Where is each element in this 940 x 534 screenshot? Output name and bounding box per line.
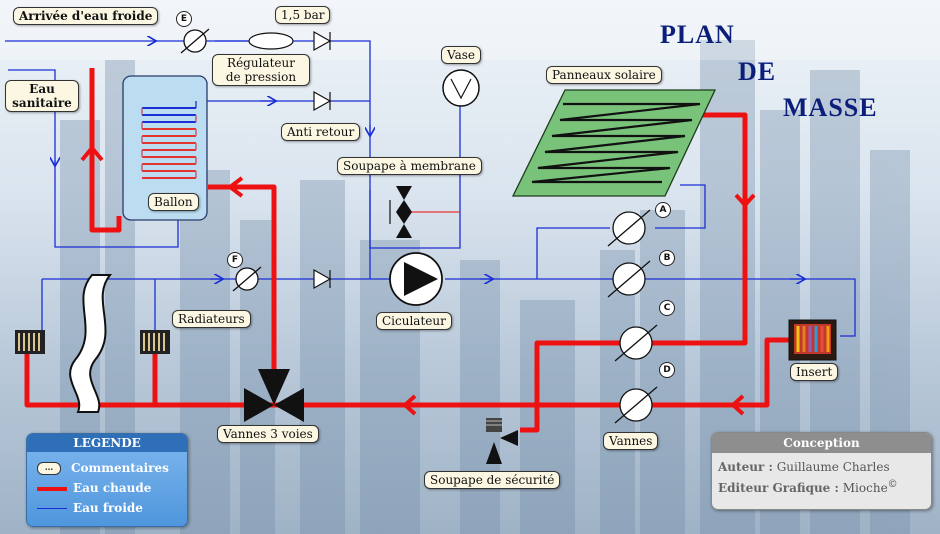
legend-item-cold-water: Eau froide xyxy=(37,501,143,515)
safety-valve xyxy=(486,418,518,464)
pressure-regulator xyxy=(248,32,294,50)
label-regulateur: Régulateur de pression xyxy=(212,54,310,86)
label-soupape-membrane: Soupape à membrane xyxy=(337,157,482,175)
conception-editor: Editeur Grafique : Mioche© xyxy=(718,479,898,495)
ballon-tank xyxy=(122,75,208,221)
conception-title: Conception xyxy=(712,433,931,453)
title-plan: PLAN xyxy=(660,20,735,49)
legend-title: LEGENDE xyxy=(27,434,187,452)
conception-author: Auteur : Guillaume Charles xyxy=(718,460,890,474)
editor-value: Mioche xyxy=(842,481,888,495)
label-pressure: 1,5 bar xyxy=(275,6,331,24)
conception-panel: Conception Auteur : Guillaume Charles Ed… xyxy=(711,432,932,510)
copyright-mark: © xyxy=(887,479,898,490)
legend-item-comments: ... Commentaires xyxy=(37,461,169,475)
comment-bubble-icon: ... xyxy=(37,462,61,475)
label-ballon: Ballon xyxy=(148,193,199,211)
valve-tag-d: D xyxy=(659,362,675,378)
label-soupape-securite: Soupape de sécurité xyxy=(424,471,561,489)
valve-tag-a: A xyxy=(655,202,671,218)
label-vannes-3-voies: Vannes 3 voies xyxy=(217,425,319,443)
label-insert: Insert xyxy=(790,363,839,381)
label-vase: Vase xyxy=(441,46,481,64)
membrane-valve xyxy=(389,186,460,238)
insert-fireplace xyxy=(788,319,837,361)
legend-comments-label: Commentaires xyxy=(71,461,169,475)
hot-line-swatch xyxy=(37,486,67,491)
label-eau-sanitaire: Eau sanitaire xyxy=(5,80,79,112)
label-anti-retour: Anti retour xyxy=(281,123,361,141)
valve-tag-f: F xyxy=(227,252,243,268)
author-value: Guillaume Charles xyxy=(776,460,890,474)
hot-flow-arrows xyxy=(80,144,756,416)
label-regulateur-line2: de pression xyxy=(225,70,297,84)
cold-line-swatch xyxy=(37,507,67,510)
label-arrivee-eau-froide: Arrivée d'eau froide xyxy=(13,7,159,25)
legend-item-hot-water: Eau chaude xyxy=(37,481,151,495)
label-panneaux-solaire: Panneaux solaire xyxy=(546,66,662,84)
legend-hot-label: Eau chaude xyxy=(73,481,152,495)
solar-panel xyxy=(511,89,717,197)
legend-cold-label: Eau froide xyxy=(73,501,143,515)
check-valves xyxy=(313,30,332,290)
valve-tag-b: B xyxy=(659,250,675,266)
label-circulateur: Ciculateur xyxy=(376,312,452,330)
radiators xyxy=(15,330,170,354)
author-label: Auteur : xyxy=(718,460,773,474)
title-de: DE xyxy=(738,57,777,86)
valve-tag-e: E xyxy=(176,11,192,27)
label-vannes: Vannes xyxy=(603,432,659,450)
vase-gauge xyxy=(442,69,480,107)
ball-valves xyxy=(180,28,658,424)
editor-label: Editeur Grafique : xyxy=(718,481,839,495)
label-eau-sanitaire-line2: sanitaire xyxy=(12,96,72,110)
label-eau-sanitaire-line1: Eau xyxy=(29,82,55,96)
circulator-pump xyxy=(389,252,443,306)
label-regulateur-line1: Régulateur xyxy=(227,56,295,70)
three-way-valve xyxy=(244,369,304,422)
valve-tag-c: C xyxy=(659,300,675,316)
pipe-break xyxy=(69,274,113,413)
legend-panel: LEGENDE ... Commentaires Eau chaude Eau f… xyxy=(26,433,188,527)
title-masse: MASSE xyxy=(783,93,878,122)
label-radiateurs: Radiateurs xyxy=(172,310,251,328)
